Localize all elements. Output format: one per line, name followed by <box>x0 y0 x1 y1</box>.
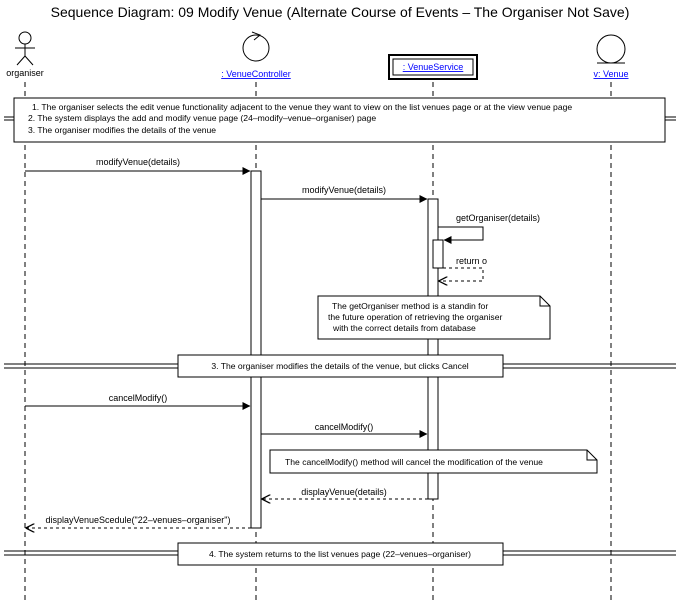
fragment-step-3 <box>177 354 504 378</box>
activation-venue-service <box>427 198 439 500</box>
fragment-step-4-label: 4. The system returns to the list venues… <box>209 549 471 559</box>
description-line-1: 1. The organiser selects the edit venue … <box>32 102 572 112</box>
message-label: cancelModify() <box>315 422 374 432</box>
lifeline-label-organiser: organiser <box>6 68 44 78</box>
control-icon <box>242 31 270 62</box>
entity-icon <box>596 34 626 64</box>
note-line-3: with the correct details from database <box>332 323 476 333</box>
description-box <box>13 97 666 143</box>
message-label: return o <box>456 256 487 266</box>
return-arrow <box>439 267 484 281</box>
message-label: modifyVenue(details) <box>96 157 180 167</box>
note-2-text: The cancelModify() method will cancel th… <box>285 457 543 467</box>
description-line-3: 3. The organiser modifies the details of… <box>28 125 216 135</box>
lifeline-label-venue: v: Venue <box>593 69 628 79</box>
note-box <box>317 295 551 340</box>
note-line-1: The getOrganiser method is a standin for <box>332 301 488 311</box>
lifeline-label-venue-service: : VenueService <box>403 62 464 72</box>
diagram-title: Sequence Diagram: 09 Modify Venue (Alter… <box>51 4 630 20</box>
message-label: getOrganiser(details) <box>456 213 540 223</box>
fragment-step-4 <box>177 542 504 566</box>
message-label: modifyVenue(details) <box>302 185 386 195</box>
message-label: cancelModify() <box>109 393 168 403</box>
note-box <box>269 449 598 474</box>
activation-venue-service-nested <box>432 239 444 269</box>
note-line-2: the future operation of retrieving the o… <box>328 312 503 322</box>
activation-venue-controller <box>250 170 262 529</box>
lifeline-label-venue-controller: : VenueController <box>221 69 291 79</box>
description-line-2: 2. The system displays the add and modif… <box>28 113 376 123</box>
actor-figure-icon <box>15 31 35 66</box>
message-label: displayVenue(details) <box>301 487 387 497</box>
message-arrow <box>438 226 484 244</box>
message-label: displayVenueScedule("22–venues–organiser… <box>45 515 230 525</box>
fragment-step-3-label: 3. The organiser modifies the details of… <box>211 361 468 371</box>
